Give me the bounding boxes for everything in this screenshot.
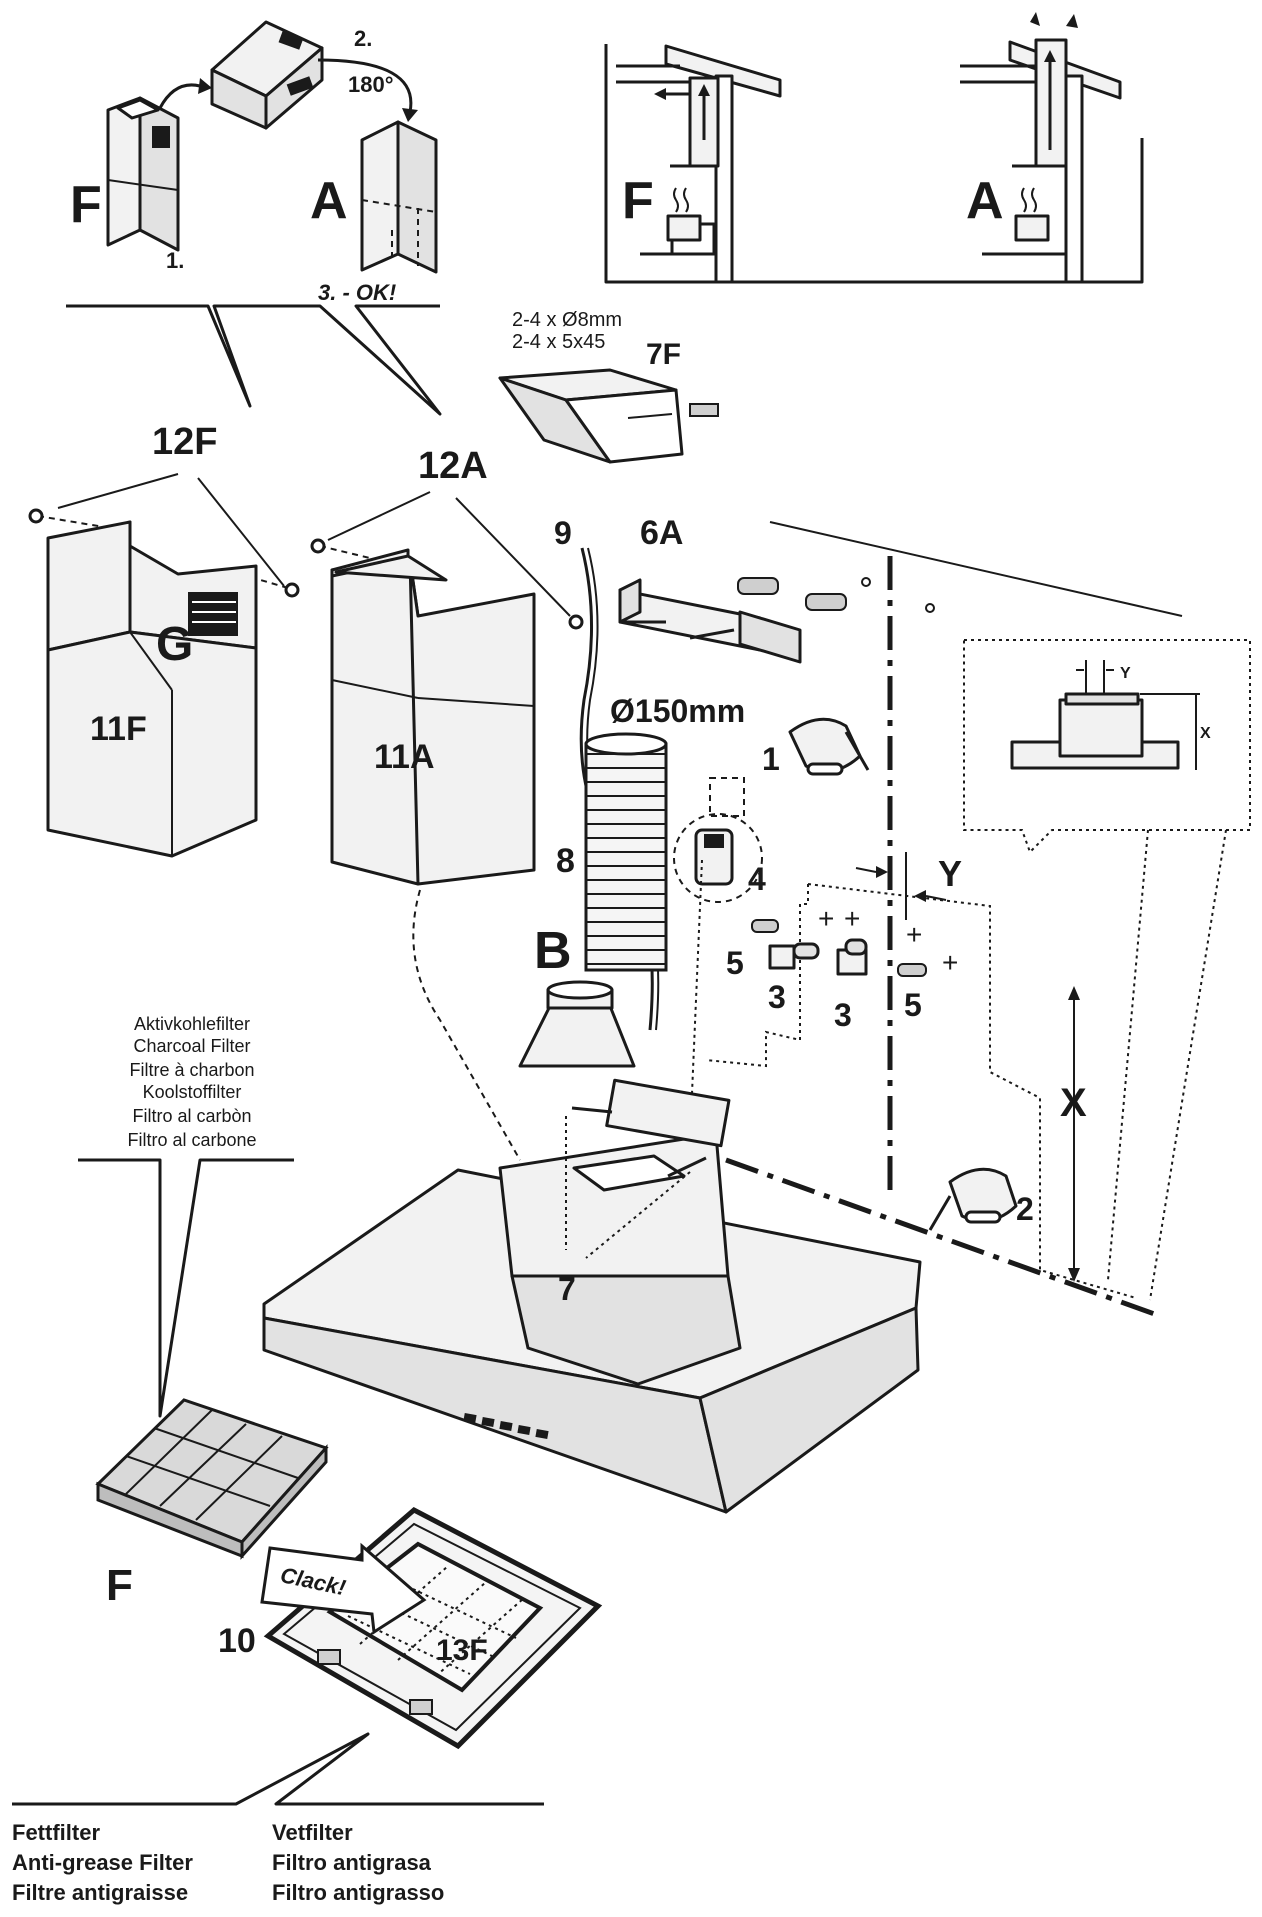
schematic-label-f: F	[622, 172, 654, 230]
part-label-f: F	[106, 1561, 133, 1610]
part-label-1: 1	[762, 741, 780, 777]
duct-adapter-b	[518, 1004, 636, 1068]
part-label-2: 2	[1016, 1191, 1034, 1227]
part-label-13f: 13F	[436, 1634, 488, 1667]
part-label-12a: 12A	[418, 445, 488, 487]
duct-assembly: 9 6A Ø150mm 8 B	[518, 514, 847, 1068]
part-label-9: 9	[554, 515, 572, 551]
hardware-screws-line1: 2-4 x Ø8mm	[512, 309, 622, 331]
grease-label-left-2: Filtre antigraisse	[12, 1880, 188, 1905]
part-label-6a: 6A	[640, 514, 683, 552]
grease-label-right-1: Filtro antigrasa	[272, 1850, 432, 1875]
grease-label-right-2: Filtro antigrasso	[272, 1880, 444, 1905]
part-label-11f: 11F	[90, 710, 147, 748]
arrow-curve-1	[158, 83, 201, 109]
grease-filter-labels: Fettfilter Anti-grease Filter Filtre ant…	[12, 1732, 544, 1905]
duct-diameter-label: Ø150mm	[610, 693, 745, 729]
conversion-label-a: A	[310, 172, 348, 230]
part-label-3b: 3	[834, 997, 852, 1033]
wall-fixing-area: 1 4 + + + + 5 3 3 5	[673, 521, 1183, 1319]
conversion-step-2: 2.	[354, 26, 372, 51]
charcoal-label-2: Filtre à charbon	[129, 1060, 254, 1080]
conversion-callout-leader	[66, 304, 442, 416]
detail-label-y: Y	[1120, 665, 1131, 682]
chimney-parts-a: 12A 11A	[310, 445, 584, 1161]
grease-label-right-0: Vetfilter	[272, 1820, 353, 1845]
charcoal-label-5: Filtro al carbone	[127, 1130, 256, 1150]
flexible-duct-hose	[584, 732, 668, 972]
conversion-step-1: 1.	[166, 248, 184, 273]
chimney-conversion-illustration: F A 1. 2. 180° 3. - OK!	[66, 20, 442, 416]
conversion-step-3: 3. - OK!	[318, 280, 396, 305]
schematic-label-a: A	[966, 172, 1004, 230]
hardware-screws-line2: 2-4 x 5x45	[512, 331, 605, 353]
hood-chimney-stub	[498, 1132, 730, 1278]
removed-top-piece	[210, 20, 324, 130]
chimney-f-drawing	[106, 96, 180, 252]
part-label-7: 7	[558, 1271, 576, 1307]
svg-text:+: +	[844, 903, 860, 934]
conversion-rotation: 180°	[348, 72, 394, 97]
grease-filter-10: 10 13F Clack!	[218, 1506, 603, 1750]
svg-text:+: +	[906, 919, 922, 950]
hood-control-panel	[463, 1413, 549, 1439]
dimension-label-x: X	[1060, 1081, 1087, 1125]
dimension-label-y: Y	[938, 853, 962, 894]
roof-left	[664, 44, 782, 98]
installation-schematic: F A	[604, 12, 1144, 284]
part-label-11a: 11A	[374, 738, 435, 776]
part-label-g: G	[156, 618, 193, 671]
part-label-b: B	[534, 922, 572, 980]
hardware-kit: 2-4 x Ø8mm 2-4 x 5x45 7F	[498, 309, 719, 464]
clack-arrow	[260, 1542, 427, 1635]
part-label-12f: 12F	[152, 421, 217, 463]
part-label-3a: 3	[768, 979, 786, 1015]
charcoal-label-3: Koolstoffilter	[143, 1082, 242, 1102]
cooker-hood-body: 7	[262, 1078, 922, 1514]
part-label-10: 10	[218, 1622, 256, 1660]
part-label-8: 8	[556, 842, 575, 880]
screw-anchor-left	[751, 919, 820, 970]
part-label-4: 4	[748, 861, 766, 897]
part-label-5a: 5	[726, 945, 744, 981]
bracket-detail-inset: Y X	[963, 639, 1251, 1301]
drill-icon-1	[788, 717, 870, 776]
svg-text:+: +	[942, 947, 958, 978]
chimney-parts-f: 12F G 11F	[28, 421, 300, 858]
part-label-5b: 5	[904, 987, 922, 1023]
screw-anchor-right	[836, 938, 927, 977]
hanger-bracket-4	[673, 777, 763, 903]
detail-label-x: X	[1200, 725, 1211, 742]
charcoal-filter-labels: Aktivkohlefilter Charcoal Filter Filtre …	[78, 1014, 294, 1418]
charcoal-label-0: Aktivkohlefilter	[134, 1014, 250, 1034]
drill-icon-2	[928, 1167, 1018, 1231]
conversion-label-f: F	[70, 176, 102, 234]
charcoal-label-4: Filtro al carbòn	[132, 1106, 251, 1126]
charcoal-filter-f: F	[95, 1398, 329, 1610]
grease-label-left-0: Fettfilter	[12, 1820, 100, 1845]
chimney-a-drawing	[360, 120, 438, 274]
schematic-frame	[604, 44, 1144, 284]
grease-label-left-1: Anti-grease Filter	[12, 1850, 193, 1875]
vent-grille	[188, 592, 238, 636]
charcoal-label-1: Charcoal Filter	[133, 1036, 250, 1056]
part-label-7f: 7F	[646, 338, 681, 371]
svg-text:+: +	[818, 903, 834, 934]
rotation-arrow	[317, 58, 413, 113]
hood-canopy-side	[698, 1306, 920, 1514]
